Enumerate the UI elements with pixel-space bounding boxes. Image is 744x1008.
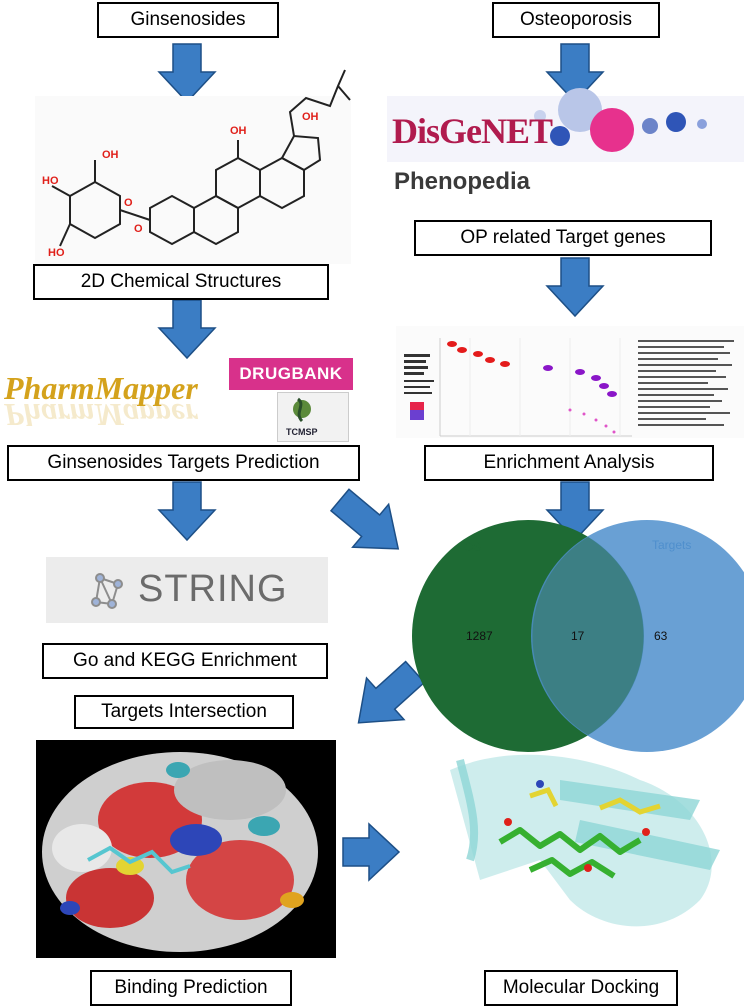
- molecular-docking-image: [450, 754, 720, 927]
- arrow-prediction-to-venn: [329, 488, 400, 550]
- arrow-op-targets-to-enrichment-chart: [546, 257, 604, 317]
- svg-text:HO: HO: [48, 247, 65, 259]
- string-network-icon: [91, 573, 123, 609]
- arrow-ginsenosides-to-structure: [158, 43, 216, 103]
- venn-left-only-count: 1287: [466, 629, 493, 643]
- string-logo-text: STRING: [138, 568, 288, 610]
- targets-intersection-box: Targets Intersection: [74, 695, 294, 729]
- venn-right-label: Targets: [652, 538, 692, 552]
- venn-right-only-count: 63: [654, 629, 668, 643]
- enrichment-analysis-box: Enrichment Analysis: [424, 445, 714, 481]
- venn-left-label: OS: [464, 540, 482, 554]
- targets-prediction-box: Ginsenosides Targets Prediction: [7, 445, 360, 481]
- drugbank-logo-text: DRUGBANK: [239, 364, 343, 383]
- op-target-genes-box: OP related Target genes: [414, 220, 712, 256]
- enrichment-chart-image: [396, 326, 744, 438]
- svg-text:O: O: [124, 197, 133, 209]
- tcmsp-icon: [293, 397, 311, 423]
- pharmmapper-logo: PharmMapper: [4, 370, 198, 406]
- phenopedia-logo: Phenopedia: [394, 168, 531, 195]
- osteoporosis-box: Osteoporosis: [492, 2, 660, 38]
- svg-text:HO: HO: [42, 175, 59, 187]
- svg-text:O: O: [134, 223, 143, 235]
- svg-text:OH: OH: [302, 111, 319, 123]
- svg-text:OH: OH: [102, 149, 119, 161]
- chemical-structures-box: 2D Chemical Structures: [33, 264, 329, 300]
- binding-prediction-image: [36, 740, 336, 958]
- disgenet-logo: DisGeNET: [392, 111, 553, 151]
- molecular-docking-box: Molecular Docking: [484, 970, 678, 1006]
- arrow-binding-to-docking: [342, 823, 400, 881]
- binding-prediction-box: Binding Prediction: [90, 970, 292, 1006]
- drugbank-logo: DRUGBANK: [229, 358, 353, 390]
- arrow-venn-to-binding: [357, 660, 426, 724]
- string-logo-background: [46, 557, 328, 623]
- chemical-structure-image: [35, 69, 351, 264]
- arrow-structure-to-prediction: [158, 299, 216, 359]
- go-kegg-box: Go and KEGG Enrichment: [42, 643, 328, 679]
- tcmsp-logo: TCMSP: [277, 392, 349, 442]
- ginsenosides-box: Ginsenosides: [97, 2, 279, 38]
- chemical-structure-hetero-atoms: OH HO HO O O OH OH: [42, 111, 319, 259]
- venn-intersection-count: 17: [571, 629, 585, 643]
- svg-text:OH: OH: [230, 125, 247, 137]
- venn-overlap: [532, 537, 644, 735]
- pharmmapper-reflection: PharmMapper: [4, 397, 198, 433]
- venn-diagram: [412, 520, 744, 752]
- tcmsp-logo-text: TCMSP: [286, 427, 318, 437]
- arrow-prediction-to-string: [158, 481, 216, 541]
- disgenet-bubbles: [387, 88, 744, 162]
